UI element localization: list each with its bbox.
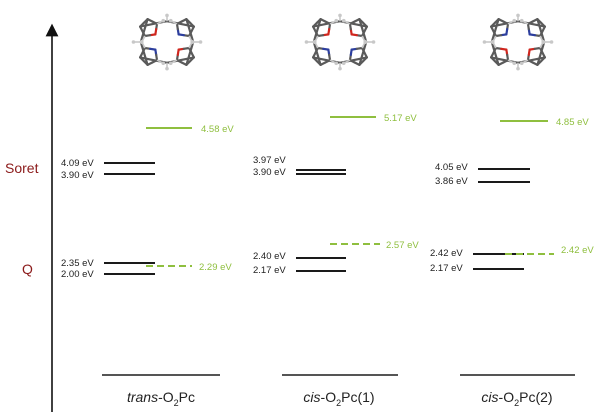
- soret-level-upper-label: 4.05 eV: [435, 162, 468, 173]
- green-level-q-label: 2.57 eV: [386, 240, 419, 251]
- molecule-label-cis2: cis-O2Pc(2): [481, 389, 552, 408]
- q-band-label: Q: [22, 261, 33, 277]
- molecule-label-trans: trans-O2Pc: [127, 389, 195, 408]
- q-level-lower-label: 2.00 eV: [61, 269, 94, 280]
- soret-level-upper-label: 4.09 eV: [61, 158, 94, 169]
- q-level-upper-label: 2.35 eV: [61, 258, 94, 269]
- soret-level-upper-label: 3.97 eV: [253, 155, 286, 166]
- q-level-lower-label: 2.17 eV: [430, 263, 463, 274]
- green-level-top-label: 4.85 eV: [556, 117, 589, 128]
- q-level-lower-label: 2.17 eV: [253, 265, 286, 276]
- molecule-structure-trans: [131, 13, 203, 71]
- soret-level-lower-label: 3.90 eV: [253, 167, 286, 178]
- molecule-label-cis1: cis-O2Pc(1): [303, 389, 374, 408]
- molecule-column-cis2: 4.85 eV 4.05 eV 3.86 eV 2.42 eV 2.17 eV …: [430, 13, 594, 408]
- q-level-upper-label: 2.42 eV: [430, 248, 463, 259]
- green-level-q-label: 2.29 eV: [199, 262, 232, 273]
- soret-band-label: Soret: [5, 160, 39, 176]
- soret-level-lower-label: 3.86 eV: [435, 176, 468, 187]
- green-level-q-label: 2.42 eV: [561, 245, 594, 256]
- molecule-structure-cis1: [304, 13, 376, 71]
- green-level-top-label: 4.58 eV: [201, 124, 234, 135]
- q-level-upper-label: 2.40 eV: [253, 251, 286, 262]
- soret-level-lower-label: 3.90 eV: [61, 170, 94, 181]
- molecule-column-trans: 4.58 eV 4.09 eV 3.90 eV 2.35 eV 2.00 eV …: [61, 13, 234, 408]
- molecule-column-cis1: 5.17 eV 3.97 eV 3.90 eV 2.40 eV 2.17 eV …: [253, 13, 419, 408]
- molecule-structure-cis2: [482, 13, 554, 71]
- green-level-top-label: 5.17 eV: [384, 113, 417, 124]
